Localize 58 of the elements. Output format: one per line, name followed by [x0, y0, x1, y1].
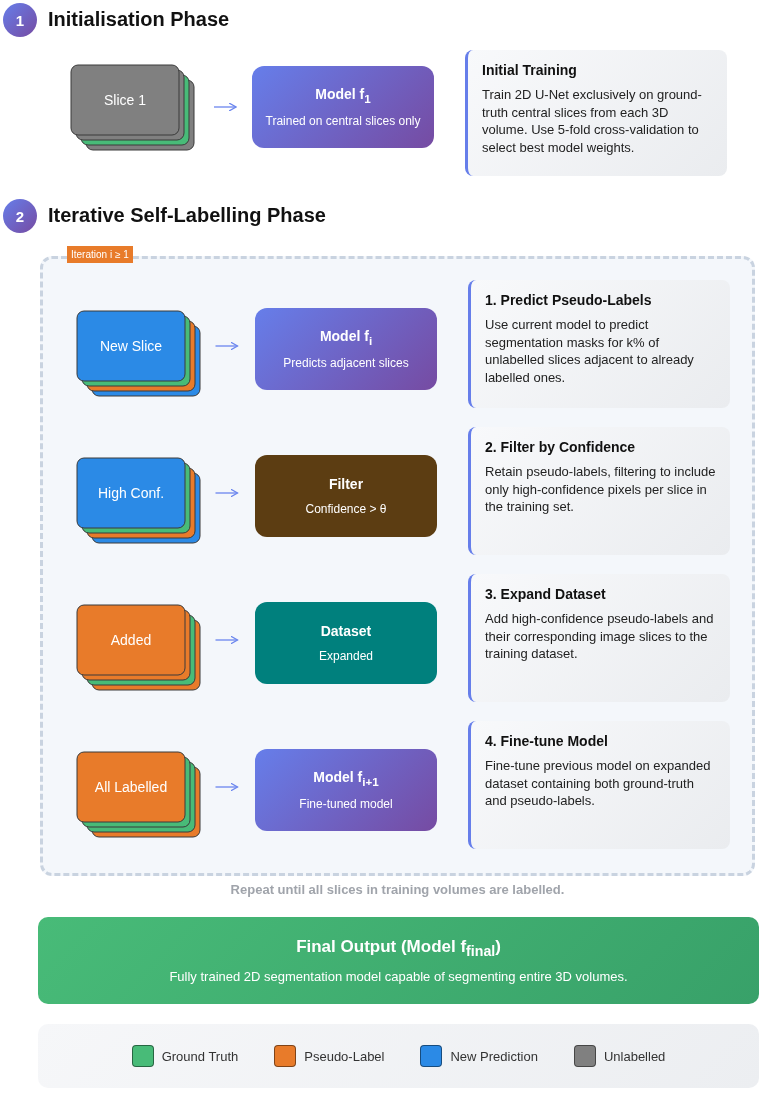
box-subtitle: Trained on central slices only — [265, 114, 421, 129]
box-subtitle: Confidence > θ — [305, 502, 387, 516]
card-heading: 3. Expand Dataset — [485, 586, 607, 602]
model-box — [255, 749, 437, 831]
stack-label: All Labelled — [94, 779, 168, 795]
box-title: Model f$_{1}$ — [315, 85, 371, 105]
note-text: Repeat until all slices in training volumes are labelled. — [229, 882, 566, 897]
legend-label: New Prediction — [450, 1048, 538, 1064]
box-title: Dataset — [320, 623, 372, 639]
card-heading: 2. Filter by Confidence — [485, 439, 637, 455]
box-subtitle: Fine-tuned model — [299, 797, 393, 812]
filter-box — [255, 455, 437, 537]
phase-heading: Iterative Self-Labelling Phase — [48, 204, 326, 227]
output-banner — [38, 917, 759, 1004]
phase-heading: Initialisation Phase — [48, 8, 230, 31]
banner-text: Fully trained 2D segmentation model capable of segmenting entire 3D volumes. — [169, 969, 628, 985]
legend-label: Ground Truth — [161, 1048, 239, 1064]
stack-label: High Conf. — [97, 485, 165, 501]
arrow — [213, 102, 237, 112]
box-subtitle: Predicts adjacent slices — [283, 356, 409, 371]
step-number-badge: 1 — [3, 3, 37, 37]
step-card — [468, 574, 730, 702]
card-heading: 1. Predict Pseudo-Labels — [485, 292, 653, 308]
arrow — [214, 488, 239, 498]
arrow — [214, 635, 239, 645]
step-card — [468, 721, 730, 849]
stack-label: Added — [110, 632, 152, 648]
slice-stack — [76, 457, 204, 547]
model-box — [252, 66, 434, 148]
arrow — [214, 782, 239, 792]
iteration-tag: Iteration i ≥ 1 — [67, 246, 133, 263]
card-heading: Initial Training — [482, 62, 578, 78]
model-box — [255, 308, 437, 390]
slice-stack — [70, 64, 198, 154]
step-card — [468, 280, 730, 408]
card-text: Fine-tune previous model on expanded dataset containing both ground-truth and pseudo-labels. — [485, 757, 712, 810]
stack-label: Slice 1 — [104, 92, 146, 108]
card-text: Add high-confidence pseudo-labels and their corresponding image slices to the training dataset. — [485, 610, 715, 663]
card-heading: 4. Fine-tune Model — [485, 733, 609, 749]
card-text: Use current model to predict segmentation masks for k% of unlabelled slices adjacent to already labelled ones. — [485, 316, 695, 387]
slice-stack — [76, 310, 204, 400]
slice-stack — [76, 604, 204, 694]
box-title: Model f$_{i+1}$ — [313, 768, 379, 788]
slice-stack — [76, 751, 204, 841]
banner-title: Final Output (Model f$_{final}$) — [296, 936, 501, 960]
card-text: Train 2D U-Net exclusively on ground-truth central slices from each 3D volume. Use 5-fold cross-validation to select best model weights. — [482, 86, 703, 157]
box-title: Filter — [328, 476, 364, 492]
legend-label: Unlabelled — [603, 1048, 666, 1064]
box-title: Model f$_{i}$ — [319, 327, 373, 347]
step-card — [465, 50, 727, 176]
card-text: Retain pseudo-labels, filtering to include only high-confidence pixels per slice in the training set. — [485, 463, 716, 516]
arrow — [214, 341, 239, 351]
step-card — [468, 427, 730, 555]
step-number-badge: 2 — [3, 199, 37, 233]
box-subtitle: Expanded — [318, 649, 373, 663]
legend-label: Pseudo-Label — [304, 1048, 385, 1064]
dataset-box — [255, 602, 437, 684]
stack-label: New Slice — [99, 338, 163, 354]
